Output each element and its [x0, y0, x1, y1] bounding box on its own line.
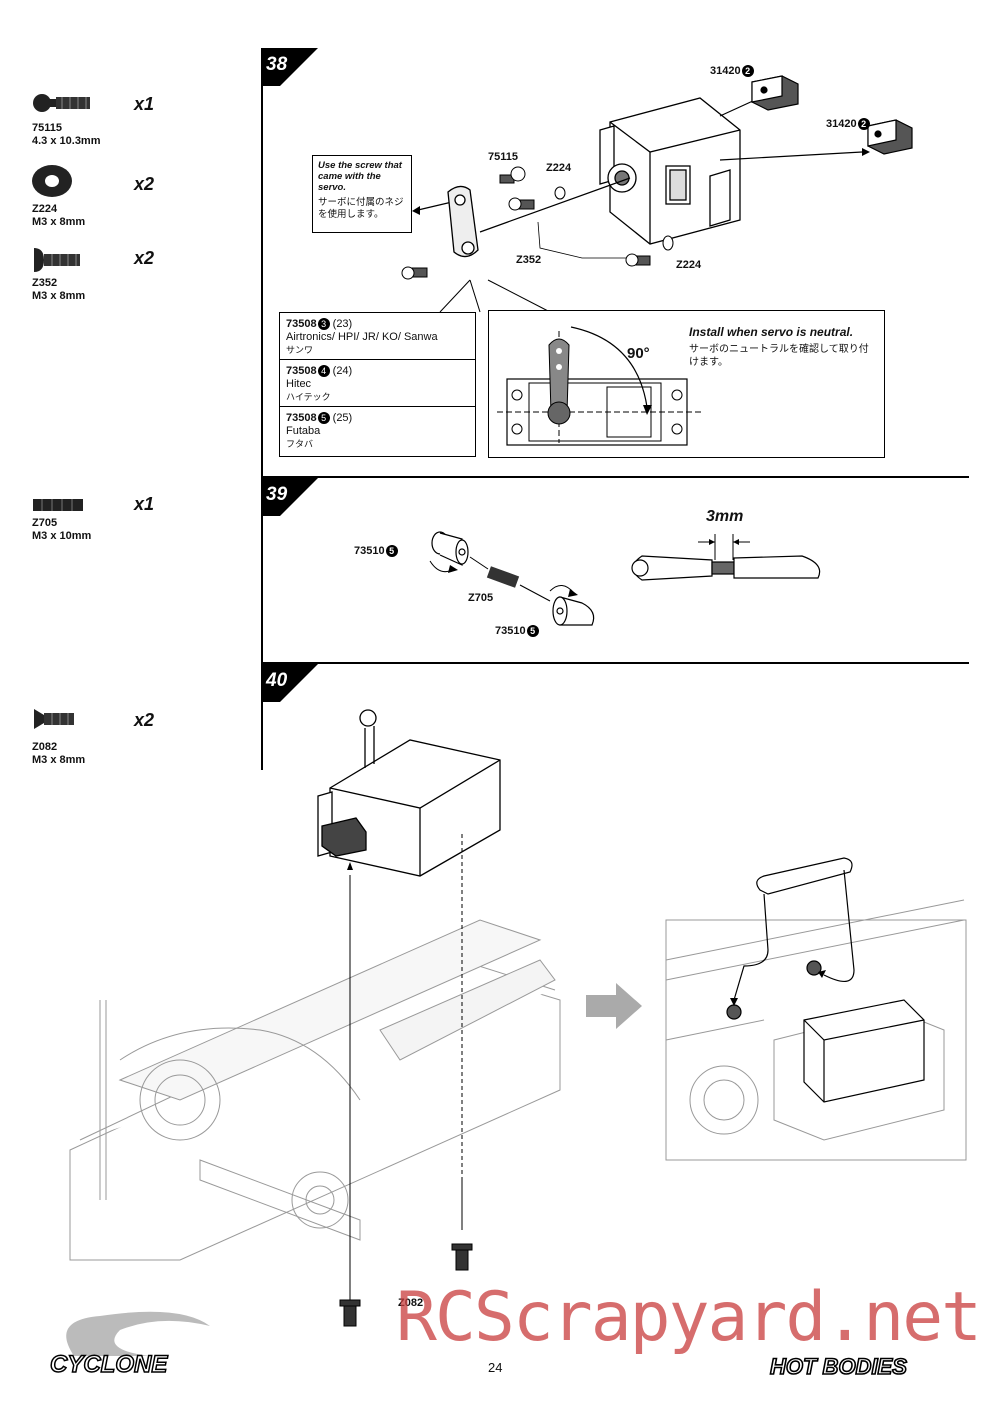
part-size: M3 x 10mm [32, 530, 92, 542]
part-code: Z705 [32, 517, 58, 529]
part-code: Z224 [32, 203, 58, 215]
screw-note-box: Use the screw that came with the servo. … [312, 155, 412, 233]
gap-label: 3mm [706, 508, 744, 525]
part-size: M3 x 8mm [32, 290, 86, 302]
cyclone-logo: CYCLONE [49, 1311, 210, 1379]
servo-front-diagram [497, 326, 702, 446]
chassis-servo-install-diagram [69, 709, 561, 1327]
label-z224-b: Z224 [676, 259, 702, 271]
step-divider [261, 662, 969, 664]
servo-installed-detail-diagram [665, 857, 967, 1161]
hot-bodies-logo-text: HOT BODIES [770, 1354, 907, 1379]
step-number-40: 40 [266, 670, 288, 691]
step-number-38: 38 [266, 54, 288, 75]
label-z705: Z705 [468, 592, 494, 604]
hot-bodies-logo: HOT BODIES [769, 1353, 908, 1380]
part-size: M3 x 8mm [32, 216, 86, 228]
part-size: 4.3 x 10.3mm [32, 135, 101, 147]
screw-note-en: Use the screw that came with the servo. [318, 160, 402, 193]
part-code: 75115 [32, 122, 62, 134]
part-qty: x2 [134, 710, 155, 730]
label-z352: Z352 [516, 254, 542, 266]
neutral-text-jp: サーボのニュートラルを確認して取り付けます。 [689, 344, 869, 368]
button-screw-icon [34, 248, 80, 272]
cyclone-logo-text: CYCLONE [50, 1351, 168, 1378]
turnbuckle-exploded-diagram [429, 531, 595, 626]
step-badge-shape [262, 478, 318, 516]
part-size: M3 x 8mm [32, 754, 86, 766]
next-arrow-icon [586, 983, 642, 1029]
step-badge-shape [262, 48, 318, 86]
page-number: 24 [488, 1360, 503, 1375]
watermark: RCScrapyard.net [396, 1278, 982, 1357]
label-z224-a: Z224 [546, 162, 572, 174]
part-qty: x1 [134, 494, 155, 514]
step-number-39: 39 [266, 484, 288, 505]
step-badge-shape [262, 664, 318, 702]
turnbuckle-assembled-diagram [631, 534, 821, 581]
servo-exploded-diagram [401, 75, 913, 280]
angle-label: 90° [627, 345, 650, 362]
screw-note-jp: サーボに付属のネジを使用します。 [318, 197, 404, 220]
part-qty: x2 [134, 248, 155, 268]
ball-stud-icon [33, 94, 90, 112]
callout-lines [439, 279, 551, 313]
part-code: Z352 [32, 277, 58, 289]
neutral-box: 90° Install when servo is neutral. サーボのニ… [488, 310, 885, 458]
part-qty: x2 [134, 174, 155, 194]
part-qty: x1 [134, 94, 155, 114]
part-code: Z082 [32, 741, 58, 753]
label-z082: Z082 [398, 1297, 424, 1309]
label-75115: 75115 [488, 151, 518, 163]
washer-icon [32, 165, 72, 197]
flat-screw-icon [34, 709, 74, 729]
set-screw-icon [33, 499, 83, 511]
neutral-text-en: Install when servo is neutral. [689, 325, 854, 339]
column-divider [261, 48, 263, 770]
step-divider [261, 476, 969, 478]
